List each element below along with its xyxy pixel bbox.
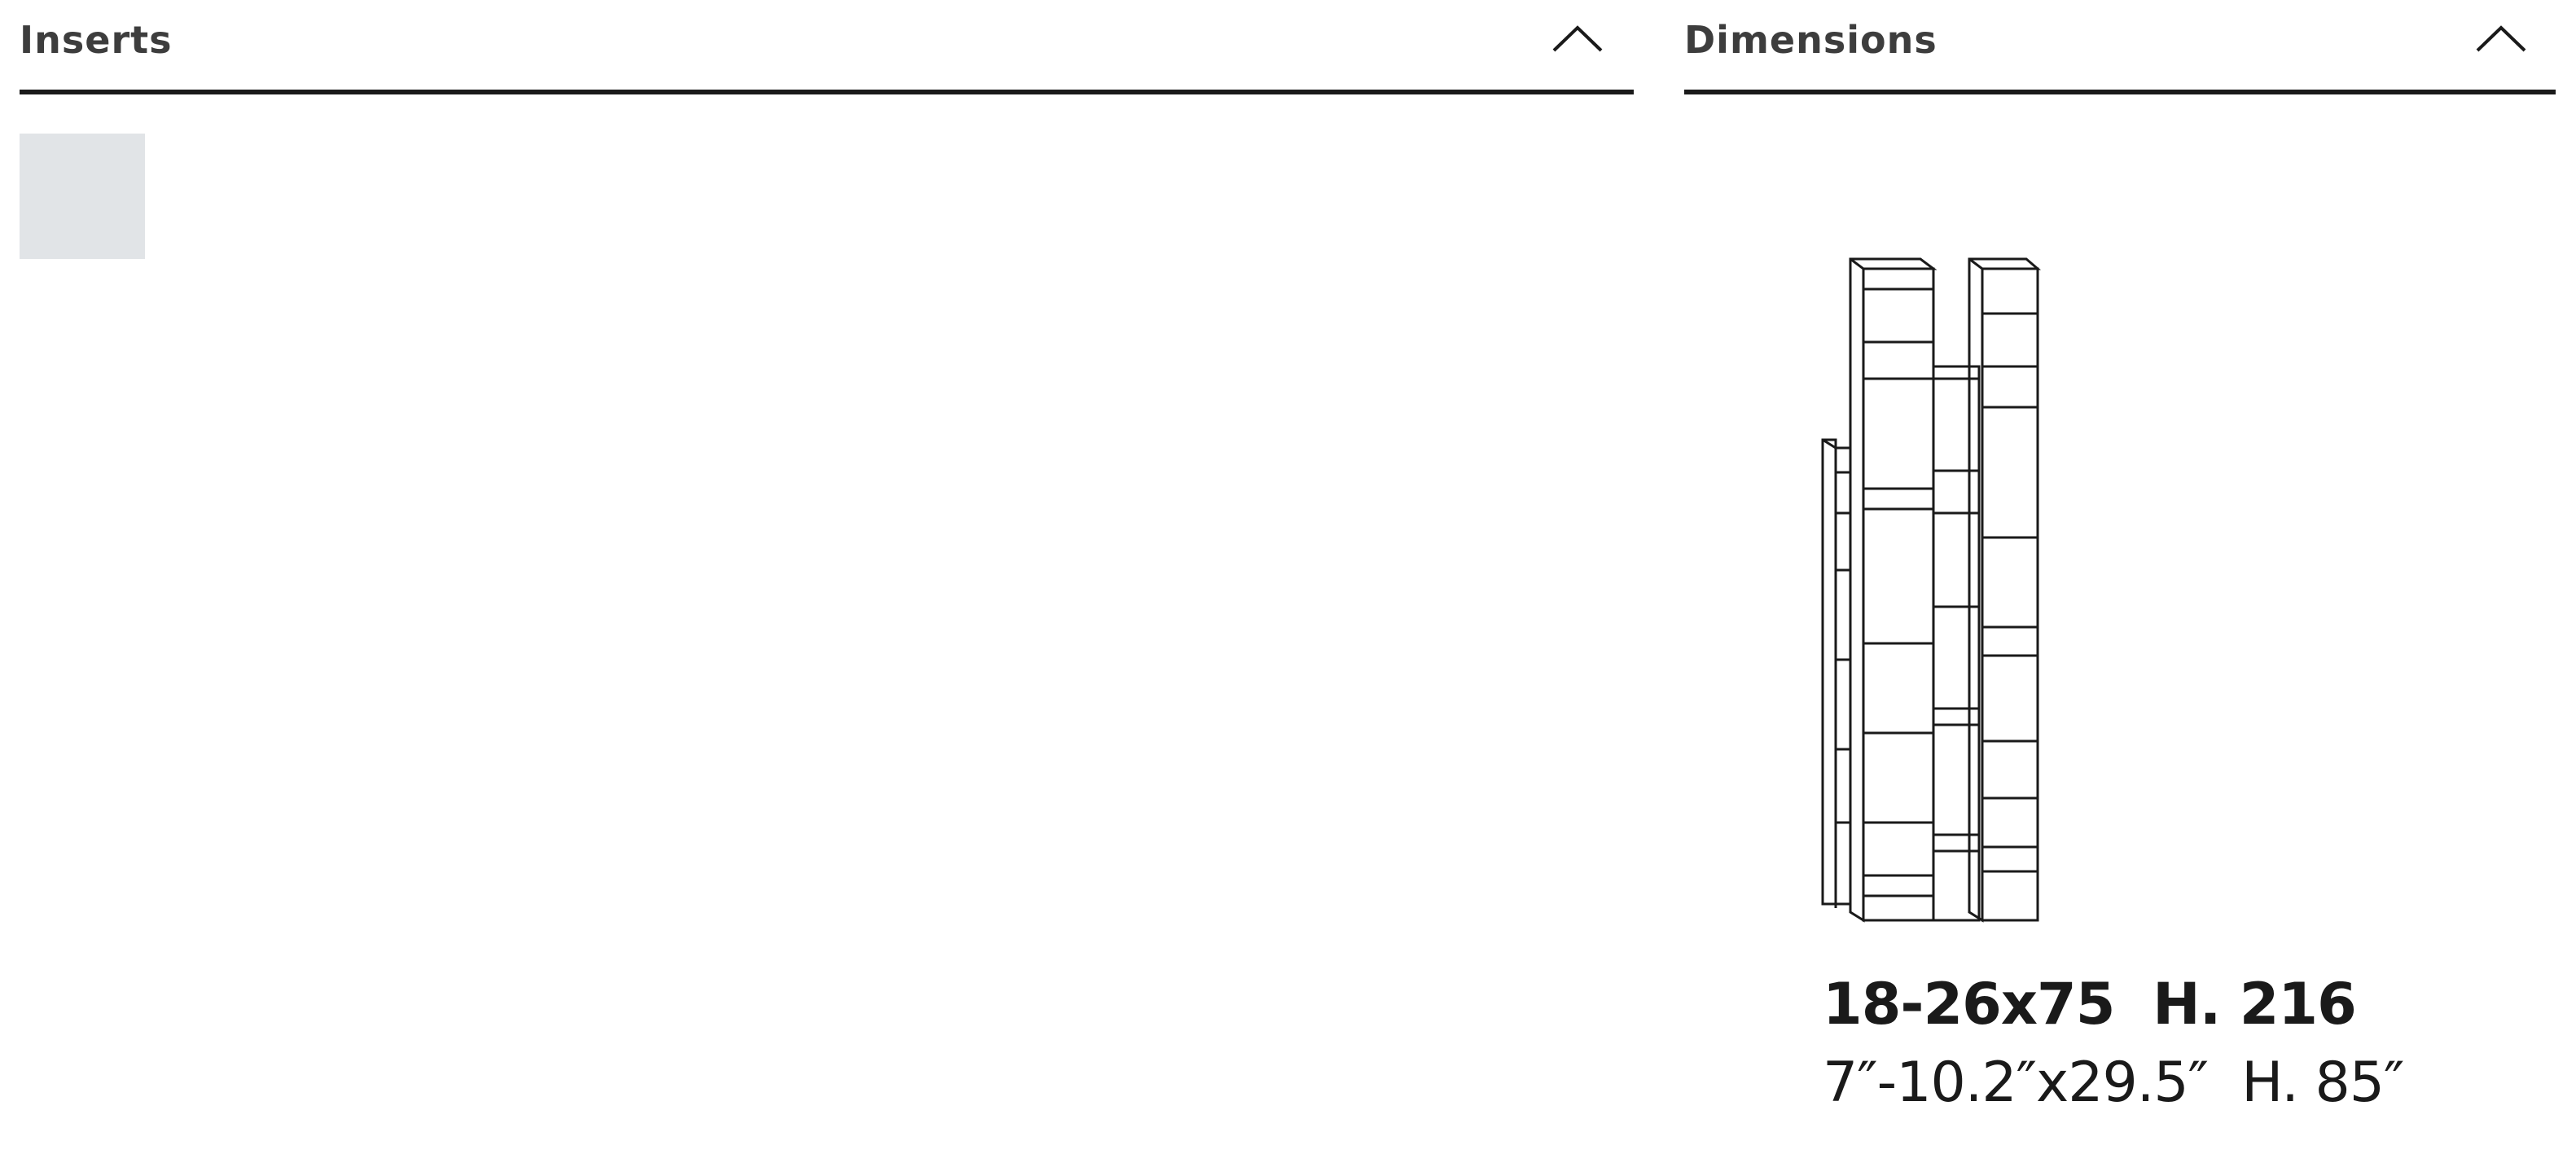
dimensions-metric: 18-26x75 H. 216	[1823, 971, 2357, 1038]
chevron-up-icon[interactable]	[2473, 15, 2530, 64]
column-left-side	[1821, 438, 1837, 906]
inserts-panel-title: Inserts	[20, 18, 173, 62]
chevron-up-icon[interactable]	[1549, 15, 1606, 64]
insert-swatch[interactable]	[20, 134, 145, 259]
inserts-panel-header[interactable]: Inserts	[20, 0, 1634, 94]
dimensions-panel: Dimensions	[1684, 0, 2556, 1115]
dimensions-panel-header[interactable]: Dimensions	[1684, 0, 2556, 94]
inserts-panel: Inserts	[20, 0, 1634, 259]
dimensions-imperial: 7″-10.2″x29.5″ H. 85″	[1823, 1051, 2404, 1115]
dimensions-panel-title: Dimensions	[1684, 18, 1937, 62]
bookcase-drawing	[1821, 257, 2042, 923]
